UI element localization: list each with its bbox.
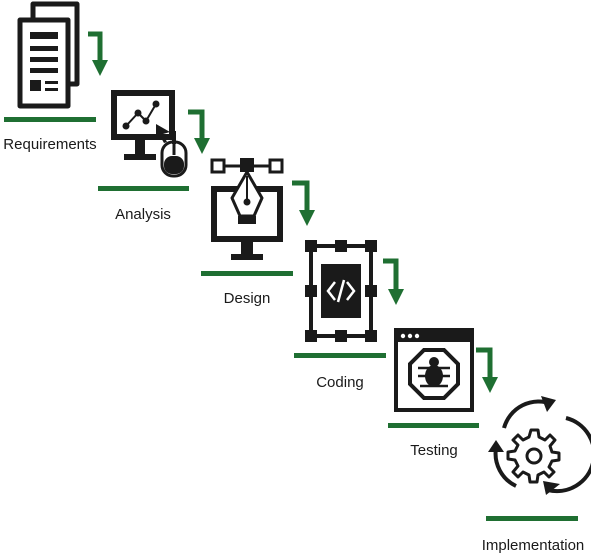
gear-cycle-icon [488,396,591,495]
step-implementation: Implementation [482,396,591,554]
step-bar-implementation [486,516,578,521]
arrow-down-right-icon [383,258,399,291]
arrow-down-right-icon [88,31,103,62]
step-analysis: Analysis [98,90,210,223]
step-label-design: Design [224,290,271,307]
step-label-coding: Coding [316,374,364,391]
step-label-implementation: Implementation [482,537,585,554]
step-bar-coding [294,353,386,358]
pen-tool-monitor-icon [210,158,284,260]
step-bar-requirements [4,117,96,122]
step-coding: Coding [294,240,404,391]
step-bar-analysis [98,186,189,191]
arrow-down-right-icon [292,180,310,212]
step-testing: Testing [388,328,498,459]
arrow-down-right-icon [188,109,205,140]
documents-icon [17,1,80,109]
step-design: Design [201,158,315,307]
step-bar-design [201,271,293,276]
step-label-testing: Testing [410,442,458,459]
step-bar-testing [388,423,479,428]
code-window-icon [305,240,377,342]
step-requirements: Requirements [3,1,108,153]
computer-analysis-icon [111,90,188,178]
bug-window-icon [394,328,474,412]
step-label-analysis: Analysis [115,206,171,223]
step-label-requirements: Requirements [3,136,96,153]
arrow-down-right-icon [476,347,493,379]
